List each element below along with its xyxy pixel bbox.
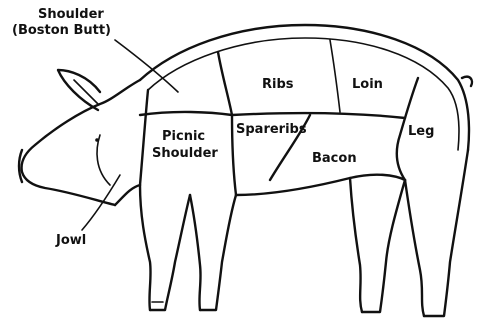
label-boston-butt: (Boston Butt) [12,23,111,38]
label-bacon: Bacon [312,151,357,166]
label-spareribs: Spareribs [236,122,307,137]
label-shoulder: Shoulder [38,7,104,22]
label-picnic-shoulder: Shoulder [152,146,218,161]
label-picnic: Picnic [162,129,205,144]
label-leg: Leg [408,124,434,139]
label-jowl: Jowl [55,233,86,248]
label-loin: Loin [352,77,383,92]
pig-outline [19,25,472,316]
label-ribs: Ribs [262,77,294,92]
